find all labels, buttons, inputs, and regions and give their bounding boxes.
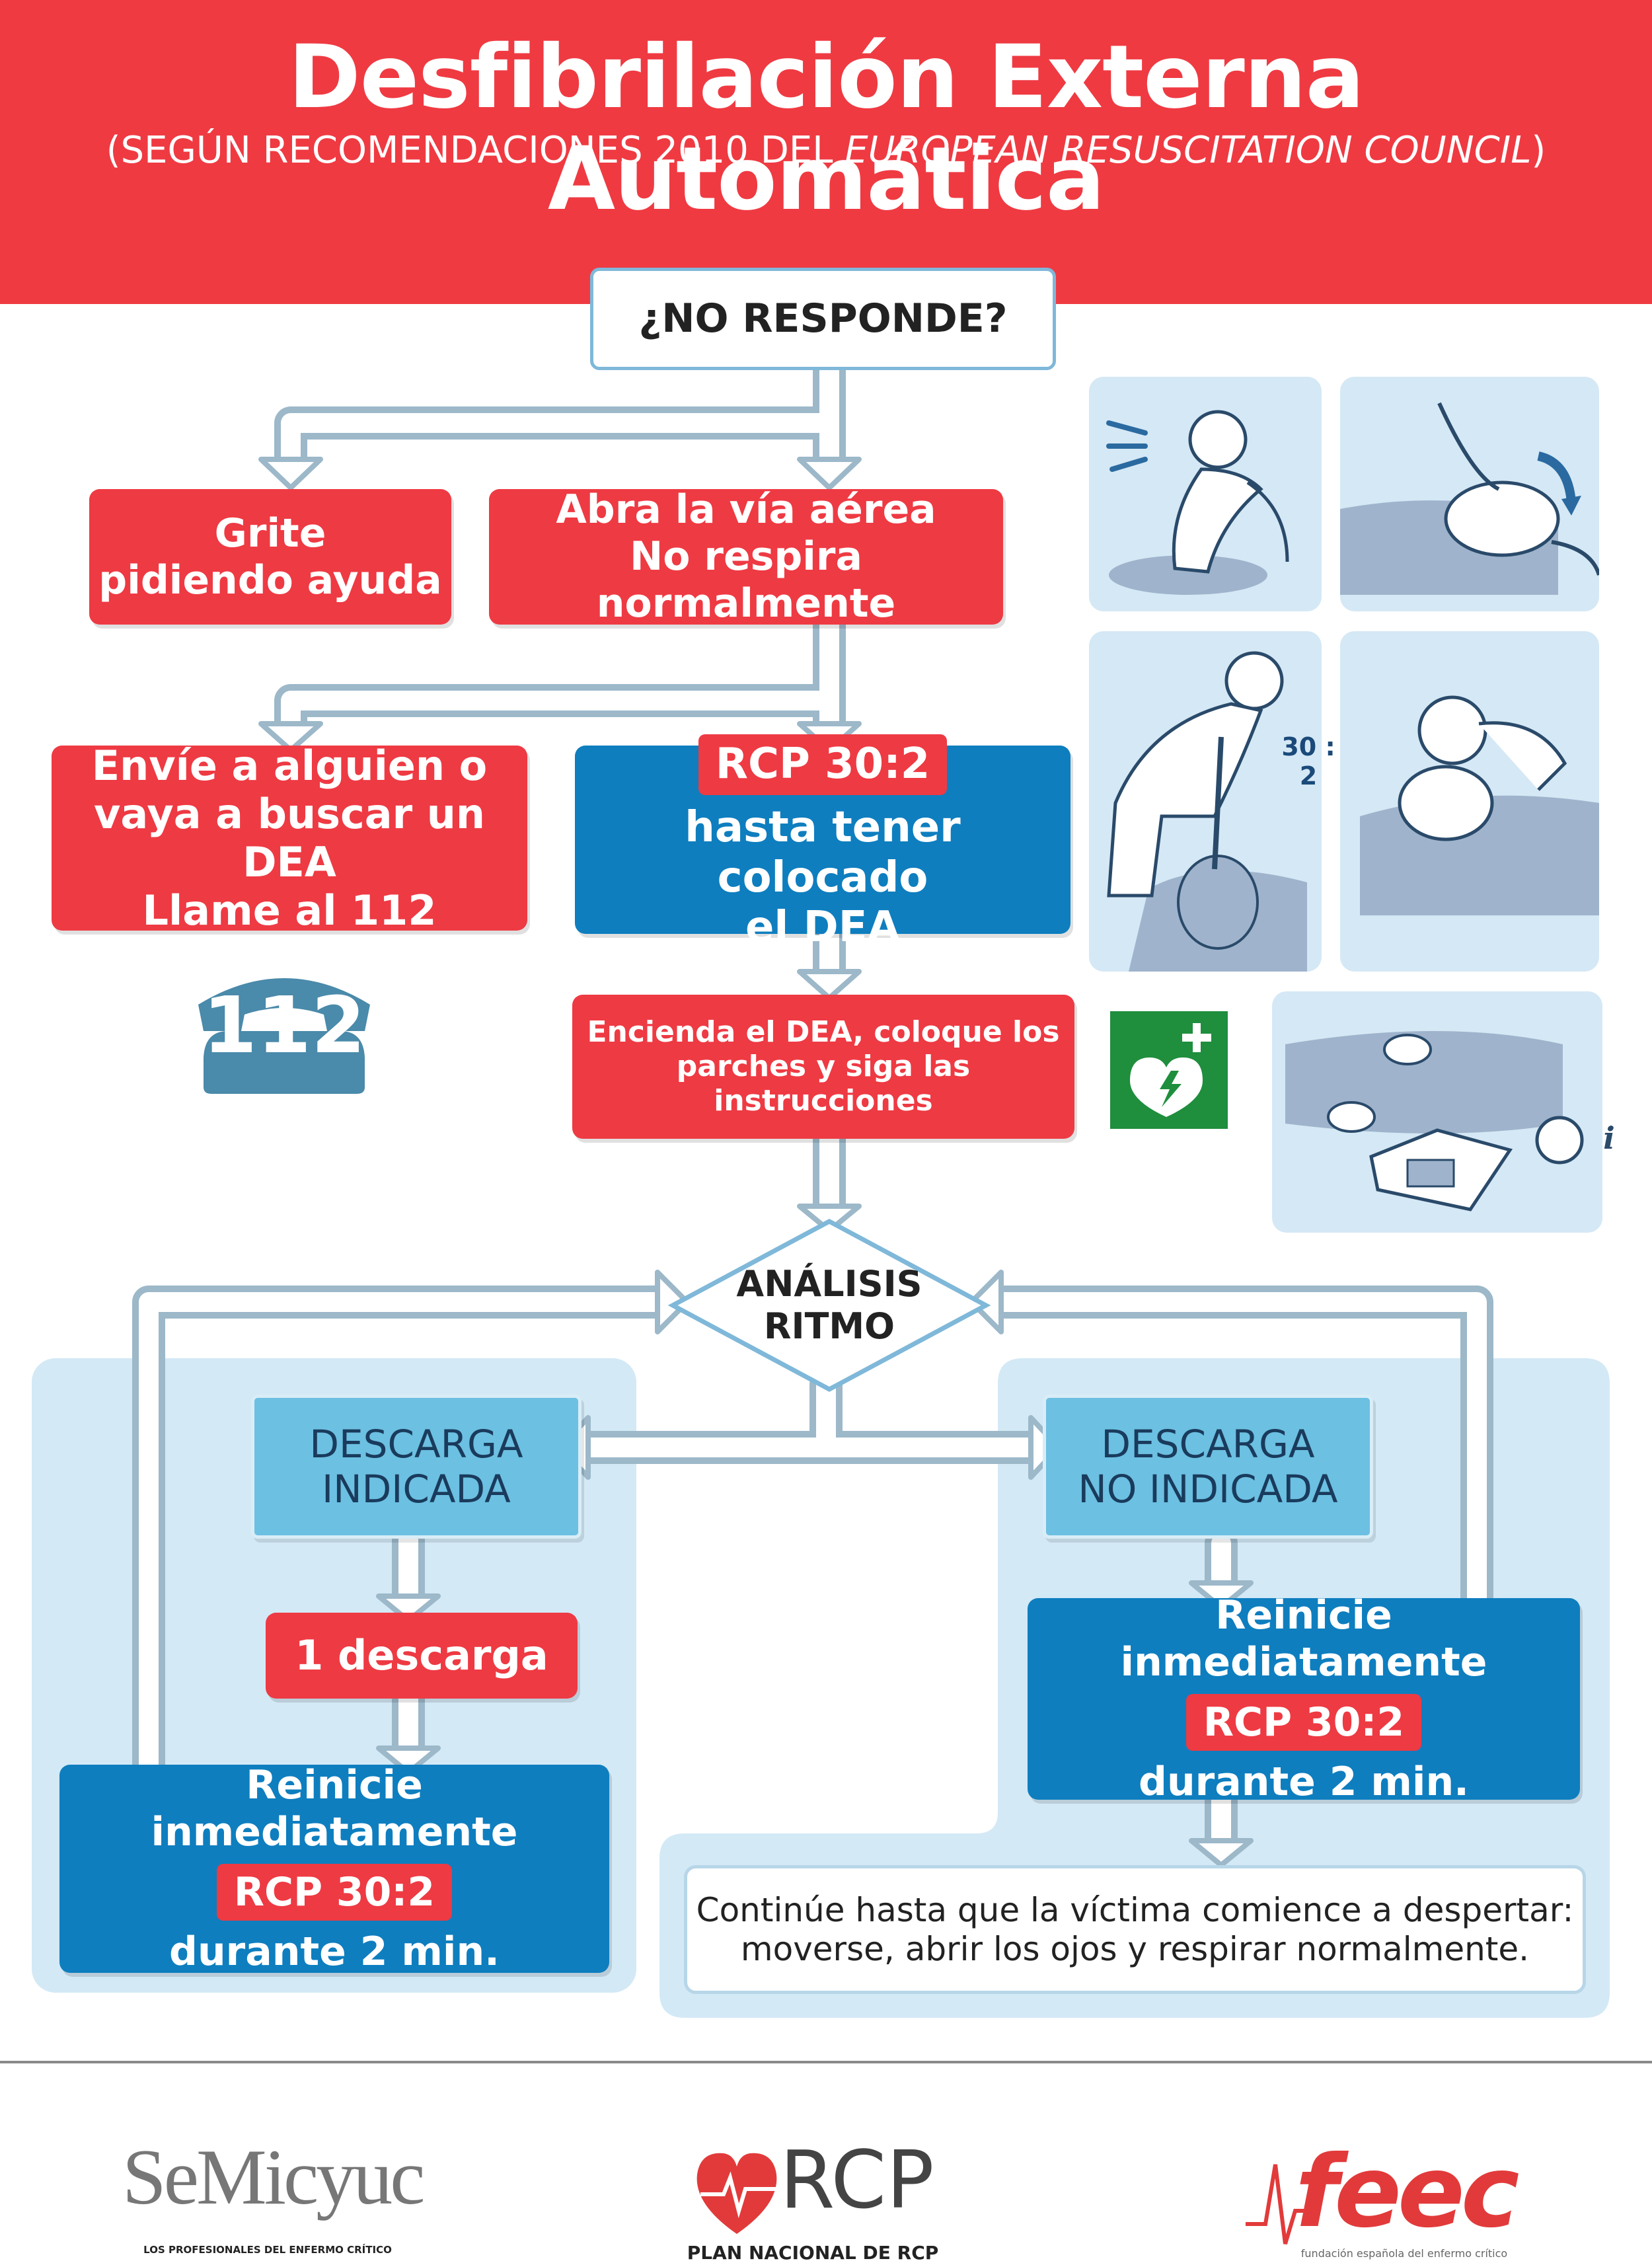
reinicie-left-box: Reinicie inmediatamente RCP 30:2 durante… bbox=[59, 1761, 609, 1976]
continue-box: Continúe hasta que la víctima comience a… bbox=[684, 1865, 1586, 1994]
semicyuc-tagline: LOS PROFESIONALES DEL ENFERMO CRÍTICO bbox=[143, 2244, 392, 2256]
page-subtitle: (SEGÚN RECOMENDACIONES 2010 DEL EUROPEAN… bbox=[0, 129, 1652, 172]
rescue-breath-icon bbox=[1340, 631, 1599, 972]
chest-compression-icon bbox=[1089, 631, 1322, 972]
feec-tagline: fundación española del enfermo crítico bbox=[1300, 2247, 1508, 2260]
analisis-ritmo-diamond bbox=[667, 1219, 991, 1392]
telephone-icon bbox=[198, 978, 370, 1094]
abra-line2: No respira normalmente bbox=[596, 533, 896, 627]
heart-logo-icon bbox=[696, 2153, 777, 2234]
phone-number: 112 bbox=[202, 979, 366, 1071]
no-responde-box: ¿NO RESPONDE? bbox=[590, 268, 1056, 370]
encienda-dea-box: Encienda el DEA, coloque los parches y s… bbox=[572, 995, 1074, 1139]
envie-line2: vaya a buscar un DEA bbox=[93, 789, 486, 886]
shout-check-icon bbox=[1089, 377, 1322, 611]
no-responde-label: ¿NO RESPONDE? bbox=[638, 295, 1008, 342]
rcp-line2: el DEA bbox=[745, 903, 900, 952]
reinicie-right-sub: durante 2 min. bbox=[1139, 1759, 1469, 1806]
descarga-no-line2: NO INDICADA bbox=[1078, 1467, 1338, 1512]
grite-box: Grite pidiendo ayuda bbox=[89, 489, 451, 625]
analisis-ritmo-label: ANÁLISIS RITMO bbox=[714, 1256, 945, 1355]
ratio-label: 30 : 2 bbox=[1281, 732, 1335, 790]
una-descarga-label: 1 descarga bbox=[295, 1631, 548, 1680]
page-title: Desfibrilación Externa Automática bbox=[288, 26, 1365, 230]
subtitle-prefix: (SEGÚN RECOMENDACIONES 2010 DEL bbox=[106, 129, 845, 172]
grite-line2: pidiendo ayuda bbox=[98, 557, 442, 603]
feec-logo: feec bbox=[1295, 2135, 1520, 2250]
descarga-indicada-box: DESCARGA INDICADA bbox=[251, 1395, 582, 1539]
aed-sign-icon bbox=[1110, 1011, 1228, 1129]
rcp-hasta-dea-box: RCP 30:2 hasta tener colocado el DEA bbox=[575, 734, 1070, 952]
header-banner bbox=[0, 0, 1652, 304]
rcp-logo: RCP bbox=[780, 2135, 934, 2227]
rcp-tag: RCP 30:2 bbox=[698, 734, 948, 795]
descarga-ind-line2: INDICADA bbox=[322, 1467, 511, 1512]
analisis-line2: RITMO bbox=[763, 1305, 895, 1347]
continue-line1: Continúe hasta que la víctima comience a… bbox=[696, 1890, 1574, 1929]
encienda-line1: Encienda el DEA, coloque los bbox=[587, 1015, 1060, 1050]
grite-line1: Grite bbox=[214, 510, 326, 557]
reinicie-right-title: Reinicie inmediatamente bbox=[1120, 1592, 1487, 1685]
reinicie-right-tag: RCP 30:2 bbox=[1185, 1693, 1422, 1751]
analisis-line1: ANÁLISIS bbox=[736, 1263, 922, 1305]
continue-line2: moverse, abrir los ojos y respirar norma… bbox=[740, 1929, 1530, 1968]
envie-line1: Envíe a alguien o bbox=[91, 741, 488, 790]
descarga-no-indicada-box: DESCARGA NO INDICADA bbox=[1043, 1395, 1373, 1539]
footer-divider bbox=[0, 2061, 1652, 2063]
info-icon: i bbox=[1603, 1120, 1615, 1156]
reinicie-left-tag: RCP 30:2 bbox=[216, 1863, 453, 1921]
envie-box: Envíe a alguien o vaya a buscar un DEA L… bbox=[52, 742, 527, 935]
subtitle-council: EUROPEAN RESUSCITATION COUNCIL bbox=[845, 129, 1532, 172]
una-descarga-box: 1 descarga bbox=[266, 1613, 578, 1699]
subtitle-suffix: ) bbox=[1531, 129, 1546, 172]
reinicie-right-box: Reinicie inmediatamente RCP 30:2 durante… bbox=[1028, 1592, 1580, 1805]
rcp-line1: hasta tener colocado bbox=[685, 802, 961, 902]
envie-line3: Llame al 112 bbox=[142, 886, 437, 935]
abra-via-box: Abra la vía aérea No respira normalmente bbox=[489, 486, 1003, 627]
descarga-ind-line1: DESCARGA bbox=[309, 1421, 523, 1467]
encienda-line2: parches y siga las instrucciones bbox=[676, 1050, 971, 1118]
feec-pulse-icon bbox=[1246, 2164, 1312, 2245]
reinicie-left-title: Reinicie inmediatamente bbox=[151, 1761, 518, 1855]
descarga-no-line1: DESCARGA bbox=[1101, 1421, 1315, 1467]
rcp-tagline: PLAN NACIONAL DE RCP bbox=[687, 2242, 939, 2264]
reinicie-left-sub: durante 2 min. bbox=[169, 1929, 500, 1976]
semicyuc-logo: SeMicyuc bbox=[122, 2133, 426, 2221]
abra-line1: Abra la vía aérea bbox=[556, 486, 936, 533]
airway-tilt-icon bbox=[1340, 377, 1601, 611]
aed-pads-icon bbox=[1272, 991, 1602, 1233]
